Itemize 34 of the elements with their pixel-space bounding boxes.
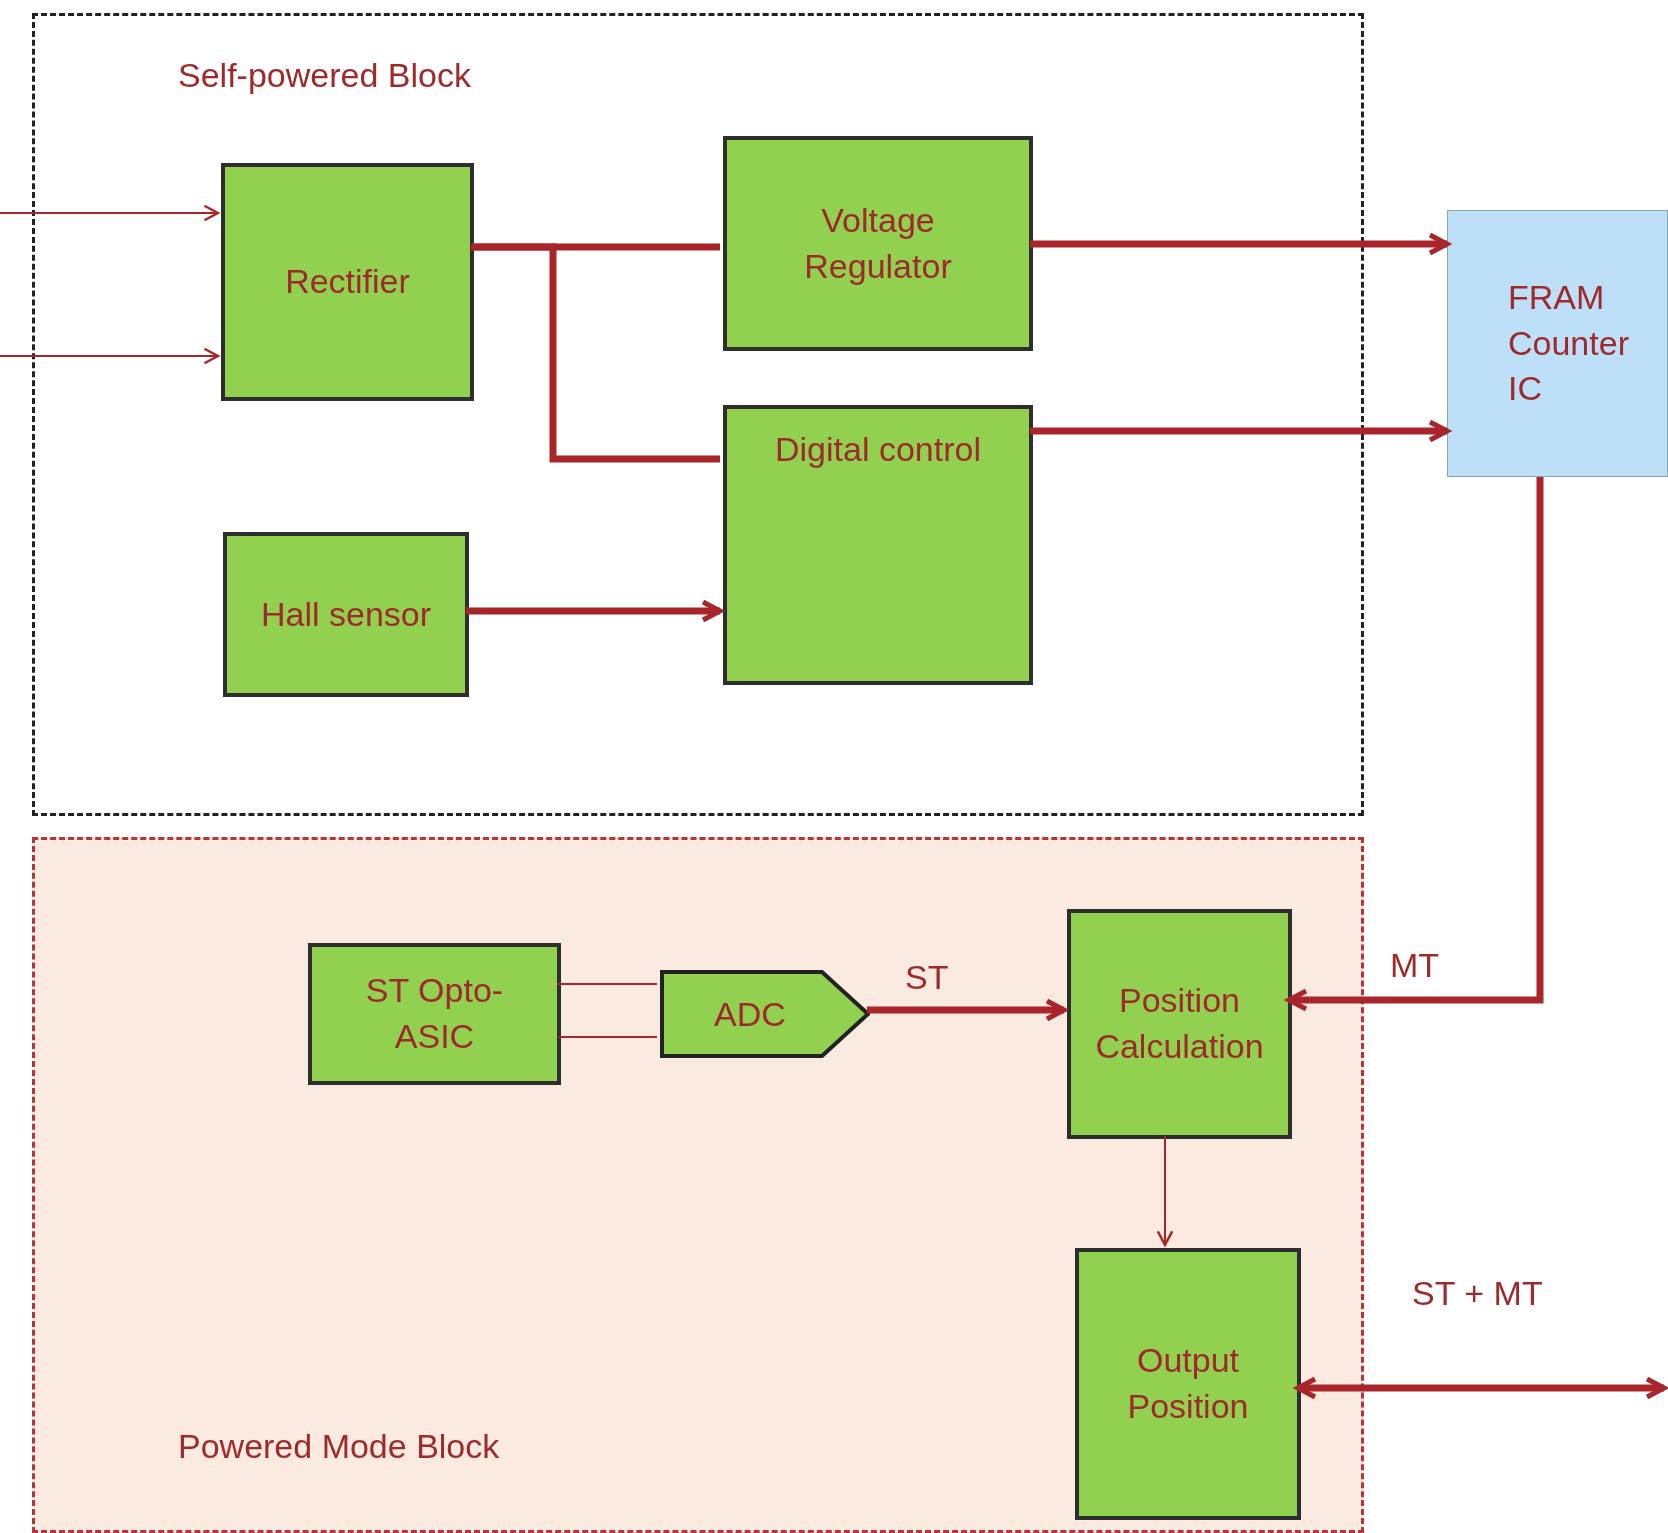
- node-label: Digital control: [775, 429, 981, 470]
- node-label: Rectifier: [285, 261, 410, 303]
- node-label: ADC: [714, 993, 786, 1035]
- edge-label: ST: [905, 957, 949, 998]
- block-box: [221, 163, 474, 401]
- block-box: [223, 532, 469, 697]
- connector-arrow: [466, 599, 723, 623]
- node-label: Powered Mode Block: [178, 1427, 500, 1465]
- connector-arrow: [867, 998, 1067, 1022]
- block-box: [1067, 909, 1292, 1139]
- connector-arrow: [0, 204, 220, 222]
- node-label: FRAM Counter IC: [1508, 276, 1630, 410]
- group-frame: [32, 13, 1364, 816]
- adc-pentagon: [660, 970, 870, 1058]
- edge-label: MT: [1390, 945, 1440, 986]
- node-label: Voltage Regulator: [803, 199, 953, 287]
- node-label: Hall sensor: [260, 593, 432, 635]
- group-frame: [32, 837, 1364, 1533]
- connector-arrow: [1156, 1135, 1174, 1247]
- block-box: [723, 136, 1033, 351]
- chip-box: [1447, 210, 1668, 477]
- node-label: Output Position: [1126, 1340, 1250, 1427]
- node-label: ST Opto-ASIC: [364, 970, 505, 1057]
- connector-arrow: [1030, 232, 1450, 256]
- connector-arrow: [1030, 419, 1450, 443]
- edge-label: ST + MT: [1412, 1273, 1543, 1314]
- connector-arrow: [1295, 1376, 1667, 1400]
- node-label: Position Calculation: [1094, 980, 1265, 1067]
- connector-arrow: [0, 347, 220, 365]
- connector-arrow: [1286, 477, 1544, 1012]
- block-box: [308, 943, 561, 1085]
- block-box: [1075, 1248, 1301, 1520]
- node-label: Self-powered Block: [178, 56, 471, 94]
- block-box: [723, 405, 1033, 685]
